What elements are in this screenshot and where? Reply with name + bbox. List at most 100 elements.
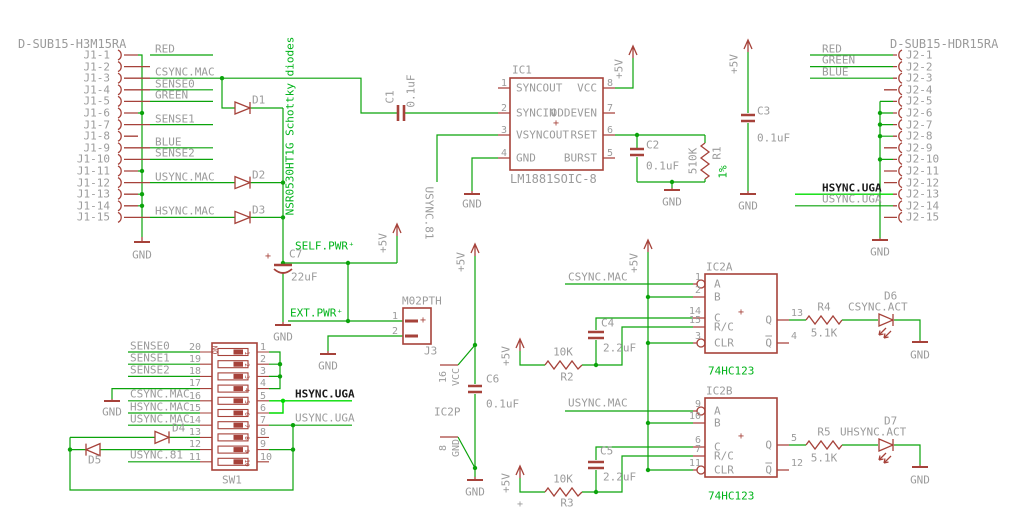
label-4: 4 bbox=[500, 148, 507, 159]
c7-curved-plate bbox=[273, 268, 293, 274]
label-rset: RSET bbox=[570, 128, 598, 142]
label-: + bbox=[552, 118, 560, 129]
label-uhsync-act: UHSYNC.ACT bbox=[840, 425, 907, 439]
label-8: 8 bbox=[243, 436, 250, 440]
label-510k: 510K bbox=[686, 147, 700, 175]
label-csync-mac: CSYNC.MAC bbox=[155, 65, 215, 79]
label-1: 1% bbox=[716, 165, 730, 179]
label-3: 3 bbox=[260, 366, 267, 377]
label-d2: D2 bbox=[252, 168, 266, 182]
label-4: 4 bbox=[260, 378, 267, 389]
label-1: 1 bbox=[391, 311, 398, 322]
schottky-diodes-d1-d5[interactable] bbox=[84, 101, 252, 457]
label-usync-uga: USYNC.UGA bbox=[822, 192, 882, 206]
label-red: RED bbox=[155, 42, 175, 56]
label-hsync-uga: HSYNC.UGA bbox=[295, 387, 355, 401]
label-9: 9 bbox=[694, 399, 701, 410]
label-hsync-uga: HSYNC.UGA bbox=[822, 181, 882, 195]
label-: + bbox=[419, 315, 427, 326]
label-hsync-mac: HSYNC.MAC bbox=[130, 400, 190, 414]
label-j2-2: J2-2 bbox=[906, 60, 933, 74]
label-syncin: SYNCIN bbox=[516, 106, 556, 120]
label-j1-3: J1-3 bbox=[83, 71, 111, 85]
label-5v: +5V bbox=[727, 54, 741, 74]
label-c5: C5 bbox=[600, 444, 614, 458]
label-r3: R3 bbox=[560, 496, 574, 510]
label-5: 5 bbox=[791, 433, 798, 444]
label-22uf: 22uF bbox=[291, 270, 318, 284]
label-usync-mac: USYNC.MAC bbox=[155, 170, 215, 184]
label-gnd: GND bbox=[910, 348, 930, 362]
label-16: 16 bbox=[188, 391, 201, 402]
label-j3: J3 bbox=[424, 344, 438, 358]
label-ext-pwr: EXT.PWR⁺ bbox=[290, 306, 343, 320]
label-5: 5 bbox=[243, 400, 250, 404]
label-6: 6 bbox=[607, 125, 614, 136]
label-4: 4 bbox=[243, 388, 250, 392]
label-2: 2 bbox=[694, 285, 701, 296]
label-ic2b: IC2B bbox=[706, 384, 733, 398]
label-sw1: SW1 bbox=[222, 473, 242, 487]
dip-switch-sw1[interactable] bbox=[200, 347, 269, 466]
label-9: 9 bbox=[243, 449, 250, 453]
label-13: 13 bbox=[188, 427, 201, 438]
label-j2-11: J2-11 bbox=[906, 164, 940, 178]
label-c1: C1 bbox=[383, 90, 397, 104]
label-j2-3: J2-3 bbox=[906, 71, 933, 85]
label-7: 7 bbox=[260, 415, 267, 426]
led-d7[interactable] bbox=[878, 438, 895, 464]
label-nsr0530ht1g-schottky-diodes: NSR0530HT1G Schottky diodes bbox=[283, 36, 297, 216]
capacitors[interactable] bbox=[274, 105, 755, 470]
label-5v: +5V bbox=[499, 473, 513, 493]
label-usync-81: USYNC.81 bbox=[130, 448, 183, 462]
label-10k: 10K bbox=[553, 345, 573, 359]
label-11: 11 bbox=[688, 458, 701, 469]
label-3: 3 bbox=[500, 125, 507, 136]
label-: + bbox=[516, 499, 524, 510]
label-gnd: GND bbox=[273, 330, 293, 344]
label-vsyncout: VSYNCOUT bbox=[516, 128, 569, 142]
label-r-c: R/C bbox=[714, 320, 734, 334]
label-j1-13: J1-13 bbox=[76, 187, 110, 201]
label-gnd: GND bbox=[870, 245, 890, 259]
label-: + bbox=[737, 431, 745, 442]
label-clr: CLR bbox=[714, 463, 734, 477]
label-d-sub15-h3m15ra: D-SUB15-H3M15RA bbox=[18, 37, 127, 51]
label-20: 20 bbox=[188, 342, 201, 353]
label-j1-2: J1-2 bbox=[83, 60, 111, 74]
label-on: ON bbox=[211, 345, 220, 355]
label-blue: BLUE bbox=[822, 65, 849, 79]
label-12: 12 bbox=[188, 439, 201, 450]
label-q: Q bbox=[765, 438, 772, 452]
resistors[interactable] bbox=[544, 142, 843, 498]
label-j1-1: J1-1 bbox=[83, 48, 111, 62]
connector-j1-pins[interactable] bbox=[117, 49, 150, 223]
led-d6[interactable] bbox=[878, 313, 895, 339]
label-green: GREEN bbox=[155, 88, 189, 102]
label-r4: R4 bbox=[817, 300, 831, 314]
ic-pin-stubs bbox=[440, 87, 789, 475]
label-2: 2 bbox=[500, 103, 507, 114]
label-j1-9: J1-9 bbox=[83, 141, 111, 155]
label-oddeven: ODDEVEN bbox=[550, 106, 597, 120]
label-16: 16 bbox=[438, 370, 449, 384]
label-j1-14: J1-14 bbox=[76, 199, 110, 213]
label-j1-6: J1-6 bbox=[83, 106, 111, 120]
label-gnd: GND bbox=[102, 405, 122, 419]
net-wires[interactable] bbox=[69, 52, 921, 493]
connector-j2-pins[interactable] bbox=[884, 49, 903, 223]
label-12: 12 bbox=[791, 458, 804, 469]
label-j1-10: J1-10 bbox=[76, 152, 110, 166]
label-0-1uf: 0.1uF bbox=[646, 159, 680, 173]
label-8: 8 bbox=[438, 444, 449, 452]
label-j2-4: J2-4 bbox=[906, 83, 933, 97]
label-d7: D7 bbox=[884, 414, 898, 428]
ic-bodies[interactable] bbox=[211, 77, 778, 478]
label-3: 3 bbox=[243, 375, 250, 379]
label-d1: D1 bbox=[252, 93, 266, 107]
label-5v: +5V bbox=[612, 59, 626, 79]
label-1: 1 bbox=[243, 351, 250, 355]
label-r1: R1 bbox=[710, 146, 724, 160]
